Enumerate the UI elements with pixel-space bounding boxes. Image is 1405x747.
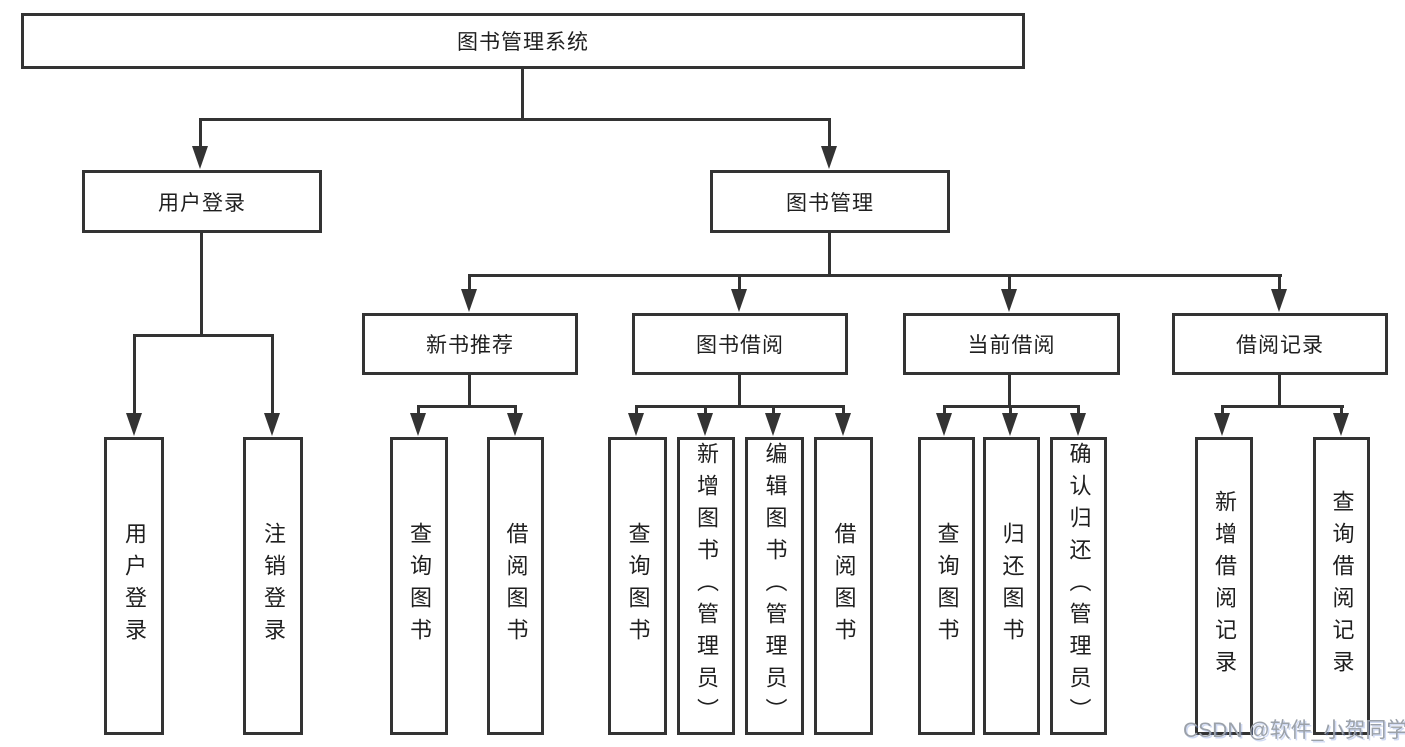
node-user-login-action-label: 用户登录 <box>122 522 147 650</box>
connector-line <box>1077 405 1080 415</box>
connector-line <box>828 233 831 277</box>
connector-line <box>468 274 471 291</box>
arrow-down-icon <box>410 413 426 436</box>
connector-line <box>635 405 845 408</box>
connector-line <box>1278 274 1281 291</box>
connector-line <box>1221 405 1224 415</box>
node-edit-book-admin-label: 编辑图书（管理员） <box>762 442 788 730</box>
arrow-down-icon <box>126 413 142 436</box>
node-root-label: 图书管理系统 <box>457 31 589 54</box>
arrow-down-icon <box>936 413 952 436</box>
node-query-books-current: 查询图书 <box>918 437 975 735</box>
node-borrow-books-recommend: 借阅图书 <box>487 437 544 735</box>
node-user-login-action: 用户登录 <box>104 437 164 735</box>
arrow-down-icon <box>835 413 851 436</box>
node-add-book-admin: 新增图书（管理员） <box>677 437 735 735</box>
arrow-down-icon <box>1333 413 1349 436</box>
node-book-management-label: 图书管理 <box>786 191 874 215</box>
arrow-down-icon <box>765 413 781 436</box>
node-query-books-recommend-label: 查询图书 <box>407 522 432 650</box>
connector-line <box>417 405 517 408</box>
node-add-borrow-record: 新增借阅记录 <box>1195 437 1253 735</box>
connector-line <box>199 118 202 148</box>
node-book-management: 图书管理 <box>710 170 950 233</box>
connector-line <box>417 405 420 415</box>
connector-line <box>1009 405 1012 415</box>
connector-line <box>704 405 707 415</box>
node-user-login-label: 用户登录 <box>158 191 246 215</box>
node-root: 图书管理系统 <box>21 13 1025 69</box>
arrow-down-icon <box>192 146 208 169</box>
node-borrowing-records: 借阅记录 <box>1172 313 1388 375</box>
connector-line <box>738 274 741 291</box>
node-book-borrowing: 图书借阅 <box>632 313 848 375</box>
node-add-book-admin-label: 新增图书（管理员） <box>694 442 719 730</box>
connector-line <box>1008 274 1011 291</box>
node-new-book-recommend: 新书推荐 <box>362 313 578 375</box>
connector-line <box>1278 375 1281 408</box>
connector-line <box>521 69 524 121</box>
connector-line <box>772 405 775 415</box>
watermark-text: CSDN @软件_小贺同学 <box>1183 719 1405 742</box>
node-borrowing-records-label: 借阅记录 <box>1236 334 1324 357</box>
connector-line <box>468 274 1282 277</box>
connector-line <box>1340 405 1343 415</box>
arrow-down-icon <box>1070 413 1086 436</box>
connector-line <box>738 375 741 408</box>
arrow-down-icon <box>731 289 747 312</box>
arrow-down-icon <box>461 289 477 312</box>
connector-line <box>828 118 831 148</box>
connector-line <box>199 118 831 121</box>
node-query-borrow-record-label: 查询借阅记录 <box>1329 490 1355 682</box>
connector-line <box>635 405 638 415</box>
arrow-down-icon <box>697 413 713 436</box>
node-edit-book-admin: 编辑图书（管理员） <box>745 437 804 735</box>
connector-line <box>133 334 136 414</box>
node-query-books-borrowing-label: 查询图书 <box>625 522 651 650</box>
node-new-book-recommend-label: 新书推荐 <box>426 334 514 357</box>
node-book-borrowing-label: 图书借阅 <box>696 334 784 357</box>
node-return-books-label: 归还图书 <box>999 522 1025 650</box>
node-borrow-books: 借阅图书 <box>814 437 873 735</box>
node-current-borrowing-label: 当前借阅 <box>967 334 1056 357</box>
connector-line <box>468 375 471 408</box>
arrow-down-icon <box>628 413 644 436</box>
arrow-down-icon <box>507 413 523 436</box>
connector-line <box>1008 375 1011 408</box>
connector-line <box>514 405 517 415</box>
connector-line <box>842 405 845 415</box>
arrow-down-icon <box>1001 289 1017 312</box>
connector-line <box>200 233 203 337</box>
node-confirm-return-admin: 确认归还（管理员） <box>1050 437 1107 735</box>
node-logout-action: 注销登录 <box>243 437 303 735</box>
node-borrow-books-recommend-label: 借阅图书 <box>503 522 529 650</box>
arrow-down-icon <box>264 413 280 436</box>
node-query-books-current-label: 查询图书 <box>934 522 960 650</box>
node-add-borrow-record-label: 新增借阅记录 <box>1212 490 1237 682</box>
node-user-login: 用户登录 <box>82 170 322 233</box>
node-return-books: 归还图书 <box>983 437 1040 735</box>
connector-line <box>943 405 946 415</box>
arrow-down-icon <box>821 146 837 169</box>
arrow-down-icon <box>1002 413 1018 436</box>
node-query-borrow-record: 查询借阅记录 <box>1313 437 1370 735</box>
node-logout-action-label: 注销登录 <box>261 522 286 650</box>
node-confirm-return-admin-label: 确认归还（管理员） <box>1066 442 1092 730</box>
node-query-books-recommend: 查询图书 <box>390 437 448 735</box>
connector-line <box>1221 405 1344 408</box>
connector-line <box>133 334 274 337</box>
arrow-down-icon <box>1271 289 1287 312</box>
arrow-down-icon <box>1214 413 1230 436</box>
connector-line <box>271 334 274 414</box>
node-current-borrowing: 当前借阅 <box>903 313 1120 375</box>
node-borrow-books-label: 借阅图书 <box>831 522 857 650</box>
node-query-books-borrowing: 查询图书 <box>608 437 667 735</box>
